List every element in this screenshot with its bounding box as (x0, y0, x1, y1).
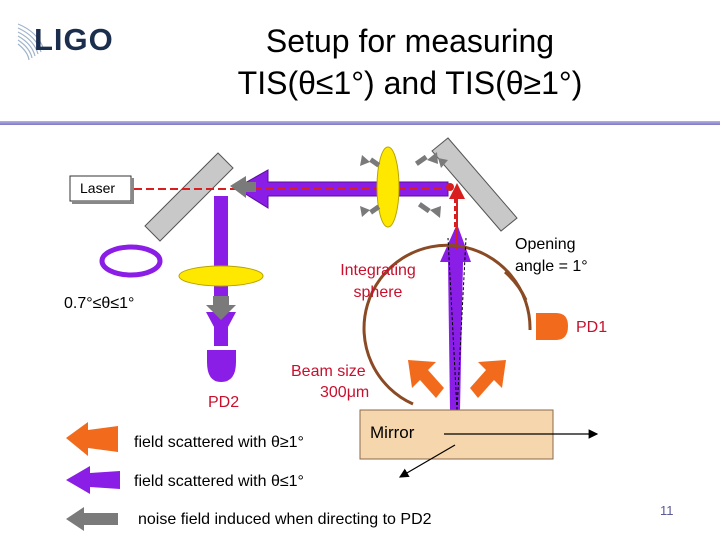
legend-orange: field scattered with θ≥1° (66, 422, 304, 456)
purple-beam-up-head (440, 224, 471, 262)
logo-text: LIGO (34, 22, 114, 57)
legend-purple-arrow (66, 466, 120, 494)
annulus-beam-profile (99, 244, 163, 278)
legend-orange-text: field scattered with θ≥1° (134, 434, 304, 451)
purple-beam-to-pd2-head (206, 312, 236, 340)
opening-angle-line-right (456, 237, 467, 411)
laser-box (69, 175, 134, 204)
opening-angle-line-left (447, 237, 458, 411)
title-line-1: Setup for measuring (265, 23, 555, 59)
pd2-label: PD2 (208, 394, 239, 411)
mirror-label: Mirror (370, 423, 415, 442)
slide-number: 11 (660, 503, 674, 518)
ligo-swirl-icon (17, 23, 45, 61)
integrating-sphere-segment (503, 270, 528, 301)
lens-left (178, 265, 264, 287)
beam-size-label-1: Beam size (291, 363, 366, 380)
title-line-2: TIS(θ≤1°) and TIS(θ≥1°) (237, 65, 583, 101)
beam-splitter-left (144, 152, 234, 242)
integrating-sphere-label-1: Integrating (340, 262, 416, 279)
title-divider (0, 121, 720, 125)
pd1-label: PD1 (576, 319, 607, 336)
angle-range-label: 0.7°≤θ≤1° (64, 295, 134, 312)
pd2-detector (207, 350, 236, 382)
legend-gray: noise field induced when directing to PD… (66, 507, 432, 531)
pd1-detector (536, 313, 568, 340)
lens-right (376, 146, 400, 228)
orange-scatter-arrows (408, 360, 506, 398)
legend-gray-text: noise field induced when directing to PD… (138, 511, 432, 528)
legend-orange-arrow (66, 422, 118, 456)
page-title: Setup for measuring TIS(θ≤1°) and TIS(θ≥… (150, 20, 670, 104)
transmitted-beam-arrow (398, 444, 456, 478)
noise-arrow-pd2 (206, 296, 236, 320)
laser-spot (446, 183, 454, 191)
legend-purple-text: field scattered with θ≤1° (134, 473, 304, 490)
noise-arrow-splitter (230, 176, 256, 198)
beam-size-label-2: 300μm (320, 384, 369, 401)
opening-angle-label-1: Opening (515, 236, 576, 253)
noise-arrows-lens (360, 152, 448, 218)
legend-gray-arrow (66, 507, 118, 531)
integrating-sphere-label-2: sphere (354, 284, 403, 301)
opening-angle-label-2: angle = 1° (515, 258, 588, 275)
laser-label: Laser (80, 180, 115, 196)
ligo-logo (14, 18, 124, 64)
steering-mirror-right (431, 137, 518, 232)
legend-purple: field scattered with θ≤1° (66, 466, 304, 494)
